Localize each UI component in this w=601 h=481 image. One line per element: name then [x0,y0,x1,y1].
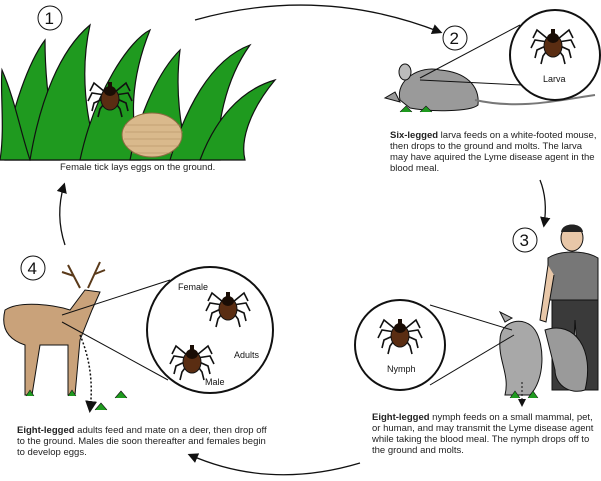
deer-illustration [3,261,128,411]
magnifier-line [419,24,521,79]
adults-inset-circle [146,266,274,394]
caption-text: nymph feeds on a small mammal, pet, or h… [372,412,594,456]
larva-label: Larva [543,74,566,84]
caption-bold: Eight-legged [372,412,430,423]
svg-text:2: 2 [450,29,459,48]
egg-mass [121,112,183,158]
arrow-4-to-1 [56,182,67,246]
svg-text:3: 3 [520,231,529,250]
magnifier-line [61,279,171,316]
adults-label: Adults [234,350,260,360]
step-2-number: 2 [442,25,468,51]
step-4-number: 4 [20,255,46,281]
squirrel-illustration [498,310,589,399]
female-label: Female [178,282,208,292]
step-2-caption: Six-legged larva feeds on a white-footed… [390,130,600,174]
magnifier-line [61,321,169,381]
caption-text: adults feed and mate on a deer, then dro… [17,425,267,458]
magnifier-line [419,79,523,86]
arrow-1-to-2 [194,4,443,35]
male-label: Male [205,377,225,387]
magnifier-line [429,304,513,331]
step-1-number: 1 [37,5,63,31]
arrow-2-to-3 [539,179,551,228]
magnifier-line [429,334,515,386]
svg-text:4: 4 [28,259,37,278]
drop-arrow [79,334,98,413]
step-3-number: 3 [512,227,538,253]
step-1-caption: Female tick lays eggs on the ground. [60,162,216,173]
step-4-caption: Eight-legged adults feed and mate on a d… [17,425,272,458]
svg-text:1: 1 [45,9,54,28]
arrow-3-to-4 [187,453,361,476]
caption-bold: Eight-legged [17,425,75,436]
nymph-label: Nymph [387,364,416,374]
caption-text: larva feeds on a white-footed mouse, the… [390,130,597,174]
caption-bold: Six-legged [390,130,439,141]
step-3-caption: Eight-legged nymph feeds on a small mamm… [372,412,600,456]
